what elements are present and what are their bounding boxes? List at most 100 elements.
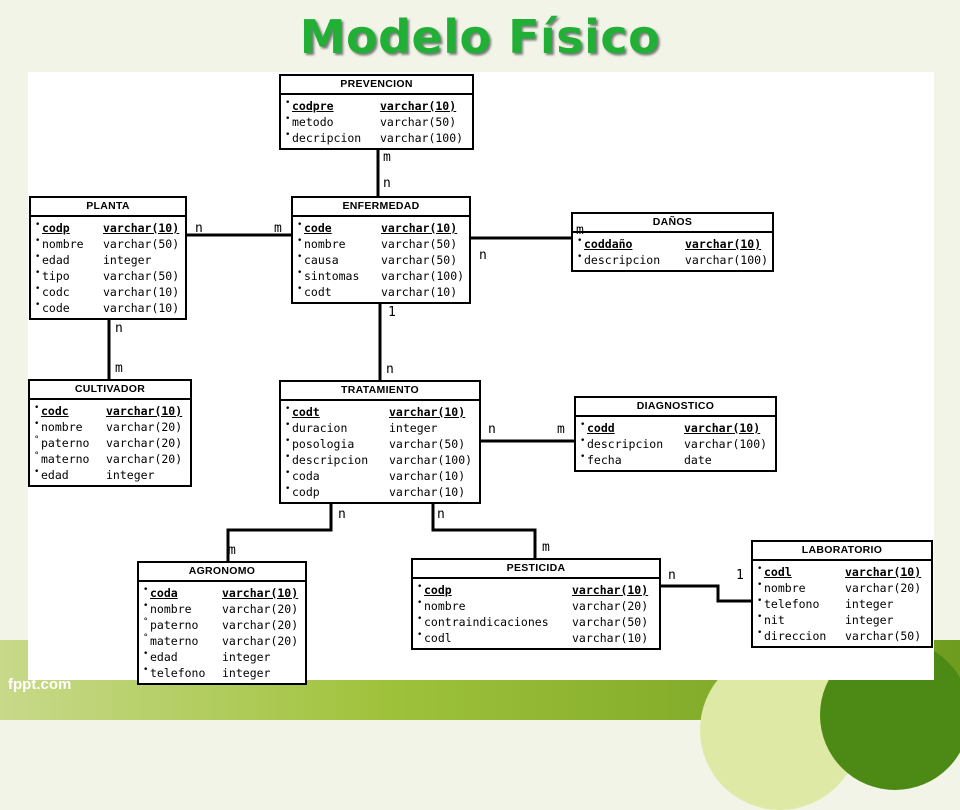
attribute-type: integer bbox=[222, 650, 271, 664]
mandatory-marker: • bbox=[577, 252, 583, 262]
cardinality-label: m bbox=[542, 540, 550, 555]
attribute-name: codp bbox=[292, 485, 320, 499]
mandatory-marker: • bbox=[297, 236, 303, 246]
attribute-name: code bbox=[42, 301, 70, 315]
cardinality-label: n bbox=[386, 362, 394, 377]
attribute-type: varchar(20) bbox=[222, 634, 299, 648]
attribute-name: metodo bbox=[292, 115, 334, 129]
mandatory-marker: • bbox=[143, 649, 149, 659]
mandatory-marker: • bbox=[577, 236, 583, 246]
attribute-type: varchar(10) bbox=[572, 583, 649, 597]
mandatory-marker: • bbox=[757, 580, 763, 590]
cardinality-label: m bbox=[383, 150, 391, 165]
entity-name: PESTICIDA bbox=[413, 560, 659, 579]
mandatory-marker: • bbox=[143, 585, 149, 595]
attribute-type: varchar(20) bbox=[222, 602, 299, 616]
attribute-name: codl bbox=[424, 631, 452, 645]
attribute-type: varchar(50) bbox=[381, 237, 458, 251]
mandatory-marker: • bbox=[757, 628, 763, 638]
entity-name: PLANTA bbox=[31, 198, 185, 217]
mandatory-marker: • bbox=[285, 404, 291, 414]
attribute-name: tipo bbox=[42, 269, 70, 283]
attribute-name: coddaño bbox=[584, 237, 633, 251]
cardinality-label: n bbox=[383, 176, 391, 191]
mandatory-marker: • bbox=[34, 419, 40, 429]
mandatory-marker: • bbox=[35, 268, 41, 278]
attribute-type: varchar(50) bbox=[381, 253, 458, 267]
mandatory-marker: • bbox=[417, 630, 423, 640]
attribute-name: nit bbox=[764, 613, 785, 627]
cardinality-label: n bbox=[195, 221, 203, 236]
mandatory-marker: ° bbox=[34, 451, 40, 461]
attribute-name: paterno bbox=[41, 436, 90, 450]
mandatory-marker: • bbox=[417, 598, 423, 608]
attribute-type: varchar(20) bbox=[572, 599, 649, 613]
mandatory-marker: • bbox=[143, 601, 149, 611]
mandatory-marker: • bbox=[285, 436, 291, 446]
attribute-type: varchar(50) bbox=[103, 237, 180, 251]
attribute-type: date bbox=[684, 453, 712, 467]
attribute-row: °materno varchar(20) bbox=[143, 633, 301, 649]
mandatory-marker: ° bbox=[143, 633, 149, 643]
attribute-name: materno bbox=[150, 634, 199, 648]
attribute-type: varchar(50) bbox=[389, 437, 466, 451]
cardinality-label: n bbox=[115, 321, 123, 336]
mandatory-marker: • bbox=[285, 484, 291, 494]
attribute-type: varchar(100) bbox=[684, 437, 768, 451]
mandatory-marker: • bbox=[285, 468, 291, 478]
cardinality-label: m bbox=[557, 422, 565, 437]
mandatory-marker: • bbox=[757, 612, 763, 622]
attribute-type: varchar(100) bbox=[684, 253, 768, 267]
attribute-name: duracion bbox=[292, 421, 348, 435]
rel-pesticida-laboratorio bbox=[661, 584, 751, 603]
attribute-type: varchar(20) bbox=[222, 618, 299, 632]
slide-title: Modelo Físico bbox=[299, 10, 661, 64]
entity-name: CULTIVADOR bbox=[30, 381, 190, 400]
attribute-type: integer bbox=[106, 468, 155, 482]
entity-name: AGRONOMO bbox=[139, 563, 305, 582]
mandatory-marker: • bbox=[35, 220, 41, 230]
entity-name: ENFERMEDAD bbox=[293, 198, 469, 217]
mandatory-marker: • bbox=[297, 284, 303, 294]
attribute-name: nombre bbox=[304, 237, 346, 251]
attribute-type: varchar(10) bbox=[106, 404, 183, 418]
attribute-type: varchar(100) bbox=[389, 453, 473, 467]
attribute-type: varchar(50) bbox=[380, 115, 457, 129]
footer-logo: fppt.com bbox=[8, 676, 72, 693]
mandatory-marker: • bbox=[417, 582, 423, 592]
attribute-type: varchar(10) bbox=[845, 565, 922, 579]
mandatory-marker: • bbox=[34, 467, 40, 477]
cardinality-label: 1 bbox=[736, 568, 744, 583]
attribute-type: varchar(100) bbox=[381, 269, 465, 283]
mandatory-marker: • bbox=[285, 98, 291, 108]
cardinality-label: n bbox=[479, 248, 487, 263]
attribute-type: varchar(10) bbox=[380, 99, 457, 113]
attribute-type: varchar(10) bbox=[222, 586, 299, 600]
